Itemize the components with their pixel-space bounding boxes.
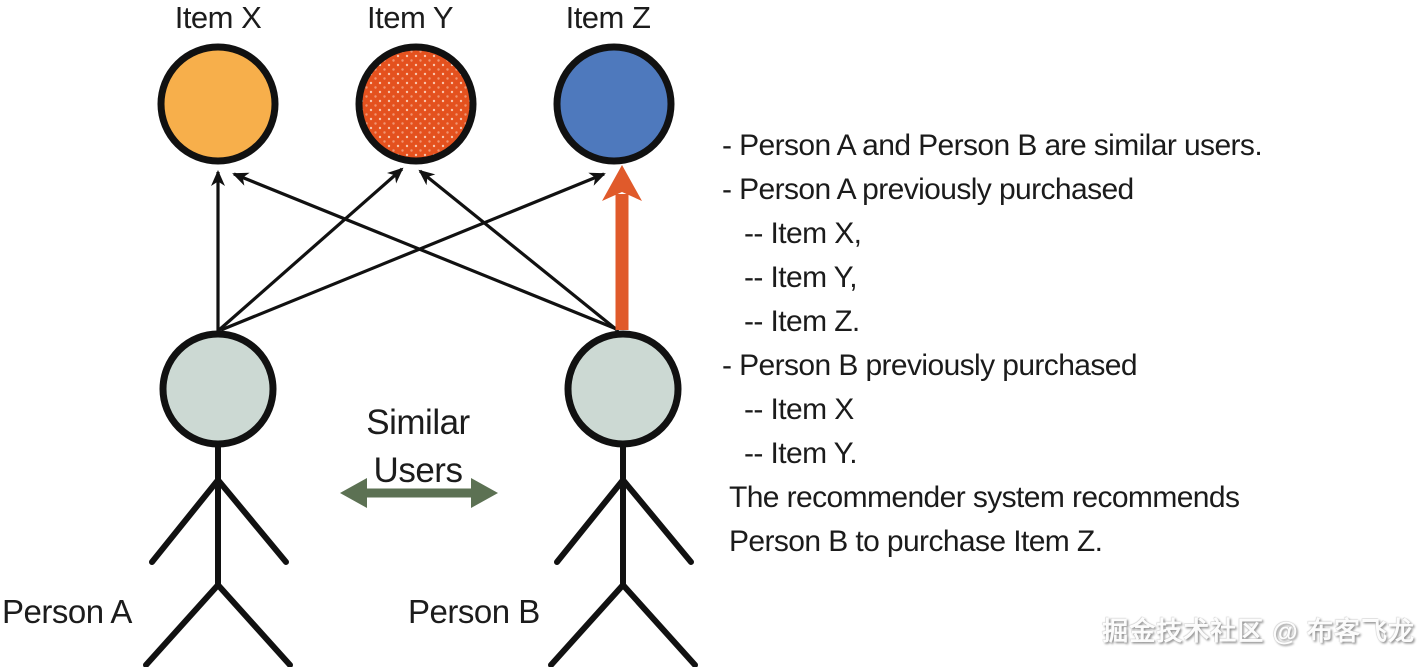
person-a-head — [159, 330, 277, 448]
person-b-body — [548, 444, 698, 667]
note-line: - Person A previously purchased — [722, 173, 1134, 206]
person-a-figure — [143, 330, 293, 667]
arrow-person-b-item-y — [418, 169, 619, 332]
item-z-circle — [553, 43, 675, 165]
item-x-circle — [157, 43, 279, 165]
note-line: -- Item Y. — [744, 437, 858, 470]
item-nodes — [157, 43, 675, 165]
item-z-label: Item Z — [565, 0, 651, 35]
note-line: -- Item X, — [744, 217, 862, 250]
arrow-person-a-item-y — [217, 167, 404, 332]
person-b-figure — [548, 330, 698, 667]
similar-users-arrow — [340, 478, 498, 508]
person-b-label: Person B — [408, 593, 540, 630]
item-y-circle-dotted-texture — [355, 43, 477, 165]
person-a-body — [143, 444, 293, 667]
similar-users-label: Similar Users — [318, 399, 518, 495]
note-line: -- Item Z. — [744, 305, 860, 338]
note-line: - Person B previously purchased — [722, 349, 1138, 382]
item-y-label: Item Y — [366, 0, 454, 35]
note-line: -- Item X — [744, 393, 854, 426]
arrow-person-b-item-x — [232, 172, 620, 332]
note-line: -- Item Y, — [744, 261, 858, 294]
arrow-person-a-item-z — [220, 172, 606, 332]
notes-text-block: - Person A and Person B are similar user… — [722, 124, 1421, 564]
note-line: The recommender system recommends — [729, 481, 1240, 514]
similar-users-line2: Users — [373, 451, 463, 490]
watermark: 掘金技术社区 @ 布客飞龙 — [1102, 616, 1415, 646]
note-line: Person B to purchase Item Z. — [729, 525, 1103, 558]
person-b-head — [564, 330, 682, 448]
item-x-label: Item X — [174, 0, 262, 35]
person-a-label: Person A — [2, 593, 132, 630]
note-line: - Person A and Person B are similar user… — [722, 129, 1263, 162]
similar-users-arrow-left-head — [340, 478, 367, 508]
similar-users-arrow-right-head — [471, 478, 498, 508]
similar-users-line1: Similar — [366, 403, 470, 442]
recommendation-arrow-head — [602, 165, 642, 201]
purchase-arrows — [211, 167, 620, 332]
recommendation-arrow — [602, 165, 642, 330]
